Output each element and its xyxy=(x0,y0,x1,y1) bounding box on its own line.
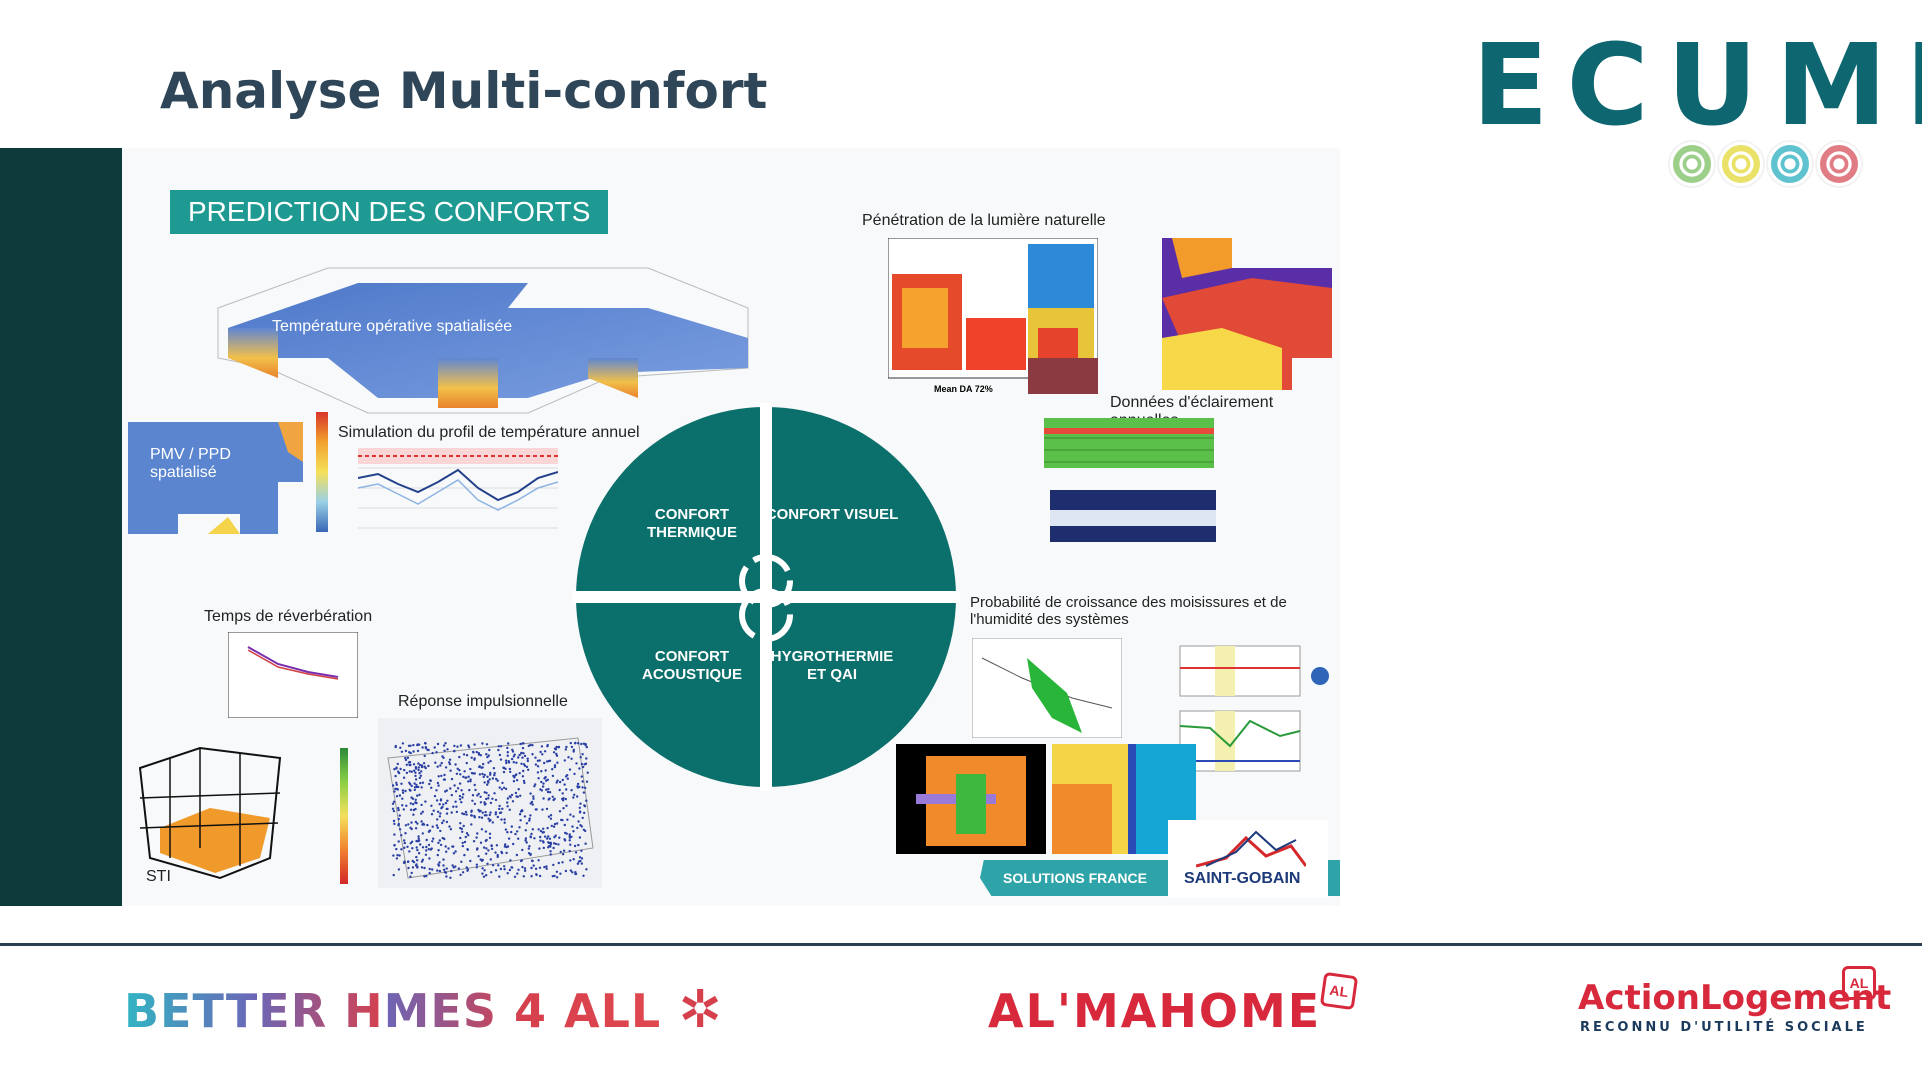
better-homes-part1: BETTER H xyxy=(124,984,384,1038)
simulation-label: Simulation du profil de température annu… xyxy=(338,424,640,441)
eclairement-charts xyxy=(1044,418,1216,542)
pmv-plan-illustration xyxy=(128,422,303,534)
prediction-heading: PREDICTION DES CONFORTS xyxy=(170,190,609,234)
pmv-label: PMV / PPD spatialisé xyxy=(150,446,231,481)
better-homes-part2: MES 4 ALL xyxy=(383,984,662,1038)
ecume-dot-yellow xyxy=(1719,142,1763,186)
quadrant-hygro: HYGROTHERMIE ET QAI xyxy=(770,648,894,683)
quadrant-visuel: CONFORT VISUEL xyxy=(765,506,899,523)
daylight-plan xyxy=(888,238,1098,394)
quadrant-acoustique: CONFORT ACOUSTIQUE xyxy=(641,648,742,683)
mold-chart xyxy=(972,638,1122,738)
mean-da-label: Mean DA 72% xyxy=(934,384,993,394)
wall-simulations xyxy=(896,744,1196,854)
comfort-circle xyxy=(572,403,960,791)
action-logement-subtitle: RECONNU D'UTILITÉ SOCIALE xyxy=(1580,1020,1868,1035)
ecume-dots xyxy=(1670,142,1861,186)
simulation-chart xyxy=(358,448,558,529)
temp-spatial-label: Température opérative spatialisée xyxy=(272,318,513,335)
solutions-france-tag: SOLUTIONS FRANCE xyxy=(980,860,1170,896)
content-panel: PREDICTION DES CONFORTS Température opér… xyxy=(122,148,1340,906)
saint-gobain-emblem xyxy=(1196,830,1306,868)
solutions-tag-end xyxy=(1328,860,1340,896)
sti-label: STI xyxy=(146,868,171,885)
saint-gobain-logo: SAINT-GOBAIN xyxy=(1168,820,1328,898)
better-homes-star-icon: ✲ xyxy=(678,980,723,1040)
saint-gobain-text: SAINT-GOBAIN xyxy=(1184,870,1301,887)
ecume-dot-red xyxy=(1817,142,1861,186)
reverberation-chart xyxy=(228,632,358,718)
ecume-logo: ECUME xyxy=(1472,21,1922,151)
sti-cube-illustration xyxy=(138,746,282,880)
moisissures-label: Probabilité de croissance des moisissure… xyxy=(970,594,1287,628)
action-logement-logo: ActionLogement xyxy=(1578,978,1892,1018)
lumiere-label: Pénétration de la lumière naturelle xyxy=(862,212,1106,229)
almahome-badge: AL xyxy=(1319,971,1359,1011)
better-homes-logo: BETTER HMES 4 ALL ✲ xyxy=(124,980,723,1040)
pmv-color-scale xyxy=(316,412,328,532)
slide-title: Analyse Multi-confort xyxy=(160,62,768,120)
temperature-3d-illustration xyxy=(217,267,749,414)
ecume-dot-green xyxy=(1670,142,1714,186)
left-accent-bar xyxy=(0,148,122,906)
sti-color-scale xyxy=(340,748,348,884)
footer-divider xyxy=(0,943,1922,946)
quadrant-thermique: CONFORT THERMIQUE xyxy=(647,506,737,541)
daylight-heatmap xyxy=(1162,238,1332,390)
impulse-scatter xyxy=(378,718,602,888)
action-logement-badge: AL xyxy=(1842,966,1876,1000)
ecume-dot-cyan xyxy=(1768,142,1812,186)
reverberation-label: Temps de réverbération xyxy=(204,608,373,625)
hygrothermal-charts xyxy=(1179,645,1329,772)
impulse-label: Réponse impulsionnelle xyxy=(398,693,568,710)
almahome-logo: AL'MAHOME xyxy=(988,984,1322,1038)
